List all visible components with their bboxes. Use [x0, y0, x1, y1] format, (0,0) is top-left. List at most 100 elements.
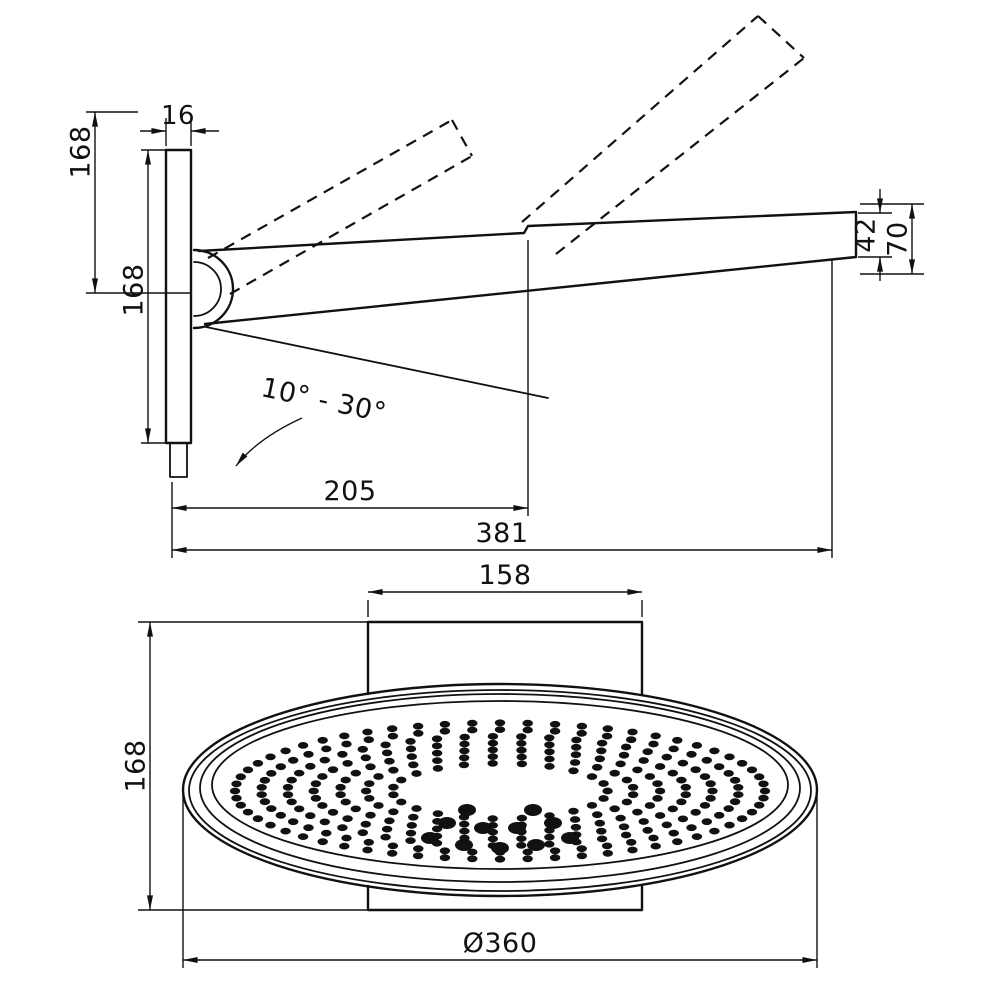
- nozzle-dot: [754, 773, 765, 781]
- dim-label-total-projection: 381: [475, 518, 528, 549]
- nozzle-dot: [522, 848, 533, 856]
- nozzle-dot: [661, 753, 672, 761]
- nozzle-dot: [357, 829, 368, 837]
- dim-label-head-overall: 70: [883, 221, 914, 256]
- nozzle-dot: [544, 748, 555, 756]
- nozzle-dot: [327, 766, 339, 774]
- nozzle-dot: [341, 834, 352, 842]
- arm-tilted-position: [207, 119, 473, 295]
- nozzle-dot: [365, 763, 376, 771]
- nozzle-dot: [467, 848, 478, 856]
- nozzle-dot: [242, 766, 254, 774]
- nozzle-dot: [723, 770, 734, 777]
- nozzle-dot: [303, 824, 314, 832]
- nozzle-dot: [388, 808, 399, 816]
- nozzle-dot: [467, 726, 478, 734]
- nozzle-dot: [714, 811, 725, 819]
- nozzle-dot: [544, 734, 555, 742]
- nozzle-dot: [321, 829, 332, 837]
- nozzle-dot: [705, 780, 716, 788]
- nozzle-dot: [746, 808, 758, 816]
- nozzle-dot: [494, 719, 506, 727]
- nozzle-dot: [668, 829, 679, 837]
- nozzle-dot: [256, 784, 267, 791]
- nozzle-dot: [335, 783, 346, 791]
- nozzle-dot: [365, 811, 376, 819]
- dim-16-plate-thickness: 16: [140, 101, 219, 146]
- nozzle-dot: [388, 783, 399, 791]
- nozzle-dot: [288, 756, 299, 764]
- nozzle-dot: [654, 763, 666, 770]
- wall-plate: [164, 148, 193, 445]
- nozzle-dot: [561, 832, 579, 844]
- nozzle-dot: [598, 795, 609, 802]
- nozzle-dot: [373, 802, 384, 809]
- nozzle-dot: [544, 833, 555, 841]
- nozzle-dot: [516, 760, 528, 768]
- nozzle-dot: [652, 795, 663, 802]
- pivot-inner-arc: [193, 261, 222, 317]
- nozzle-dot: [627, 783, 639, 791]
- nozzle-dot: [459, 827, 470, 835]
- nozzle-dot: [266, 805, 277, 812]
- nozzle-dot: [516, 753, 527, 761]
- dim-168-offset: 168: [66, 111, 190, 294]
- nozzle-dot: [412, 852, 424, 860]
- nozzle-dot: [286, 798, 297, 806]
- nozzle-dot: [638, 818, 649, 825]
- nozzle-dot: [618, 751, 630, 759]
- nozzle-dot: [242, 808, 254, 816]
- nozzle-dot: [380, 741, 391, 749]
- nozzle-dot: [297, 742, 309, 749]
- head-outer-rim: [181, 682, 819, 898]
- nozzle-dot: [396, 798, 407, 806]
- nozzle-dot: [305, 762, 316, 770]
- nozzle-dot: [596, 739, 608, 747]
- nozzle-dot: [676, 798, 687, 806]
- nozzle-dot: [459, 733, 470, 741]
- nozzle-field: [229, 719, 771, 863]
- nozzle-dot: [406, 753, 417, 760]
- nozzle-dot: [364, 795, 375, 802]
- nozzle-dot: [642, 748, 653, 756]
- nozzle-dot: [632, 808, 643, 816]
- nozzle-dot: [275, 811, 286, 819]
- nozzle-dot: [308, 787, 319, 795]
- nozzle-dot: [549, 720, 561, 728]
- nozzle-dot: [438, 817, 456, 829]
- nozzle-dot: [360, 754, 371, 762]
- nozzle-dot: [568, 807, 579, 815]
- nozzle-dot: [405, 837, 416, 844]
- nozzle-dot: [686, 750, 697, 758]
- nozzle-dot: [360, 787, 372, 795]
- nozzle-dot: [586, 773, 598, 780]
- nozzle-dot: [282, 783, 294, 791]
- nozzle-dot: [387, 849, 398, 857]
- nozzle-dot: [672, 736, 683, 744]
- nozzle-dot: [421, 832, 439, 844]
- head-tilted-edge: [521, 15, 759, 223]
- nozzle-dot: [661, 821, 672, 829]
- nozzle-dot: [439, 720, 451, 728]
- nozzle-dot: [544, 755, 555, 763]
- nozzle-dot: [544, 817, 562, 829]
- nozzle-dot: [654, 812, 666, 819]
- nozzle-dot: [668, 745, 679, 753]
- nozzle-dot: [691, 833, 703, 840]
- nozzle-dot: [319, 756, 330, 764]
- nozzle-dot: [256, 791, 267, 798]
- nozzle-dot: [487, 753, 498, 760]
- dim-381-total-projection: 381: [171, 260, 833, 558]
- nozzle-dot: [516, 746, 527, 754]
- nozzle-dot: [576, 845, 587, 853]
- nozzle-dot: [592, 811, 603, 819]
- nozzle-dot: [231, 794, 242, 802]
- nozzle-dot: [609, 805, 620, 813]
- arm-tilted-edge: [207, 119, 453, 259]
- nozzle-dot: [620, 831, 632, 839]
- nozzle-dot: [340, 798, 351, 806]
- nozzle-dot: [335, 791, 346, 799]
- nozzle-dot: [570, 823, 582, 831]
- nozzle-dot: [459, 754, 470, 762]
